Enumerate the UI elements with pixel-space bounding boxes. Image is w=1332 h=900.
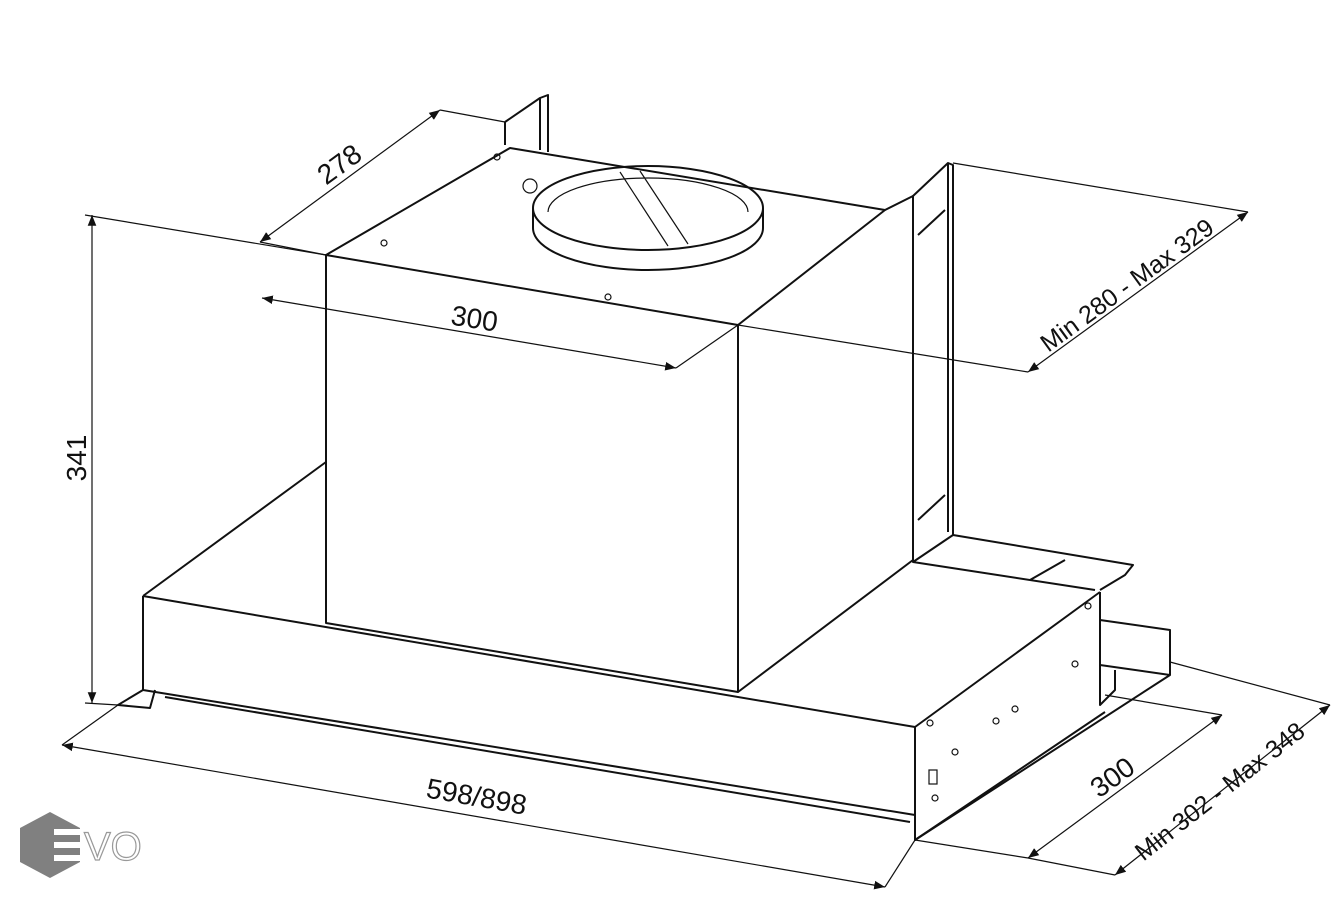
- dimension-duct-width: 300: [449, 300, 500, 338]
- dimension-depth-top: 278: [311, 138, 367, 191]
- evo-logo: VO: [20, 812, 142, 878]
- hood-body: [117, 461, 1171, 841]
- dimension-width: 598/898: [424, 773, 529, 821]
- dimension-height: 341: [61, 435, 92, 482]
- dimension-lines: [61, 109, 1331, 890]
- dimension-wall-range: Min 280 - Max 329: [1035, 213, 1219, 357]
- rear-bracket: [504, 94, 549, 152]
- wall-bracket: [912, 162, 1134, 591]
- dimension-hood-depth: 300: [1084, 751, 1140, 804]
- dimension-depth-range: Min 302 - Max 348: [1130, 717, 1310, 867]
- logo-text: VO: [84, 825, 142, 869]
- chimney-box: [325, 147, 914, 693]
